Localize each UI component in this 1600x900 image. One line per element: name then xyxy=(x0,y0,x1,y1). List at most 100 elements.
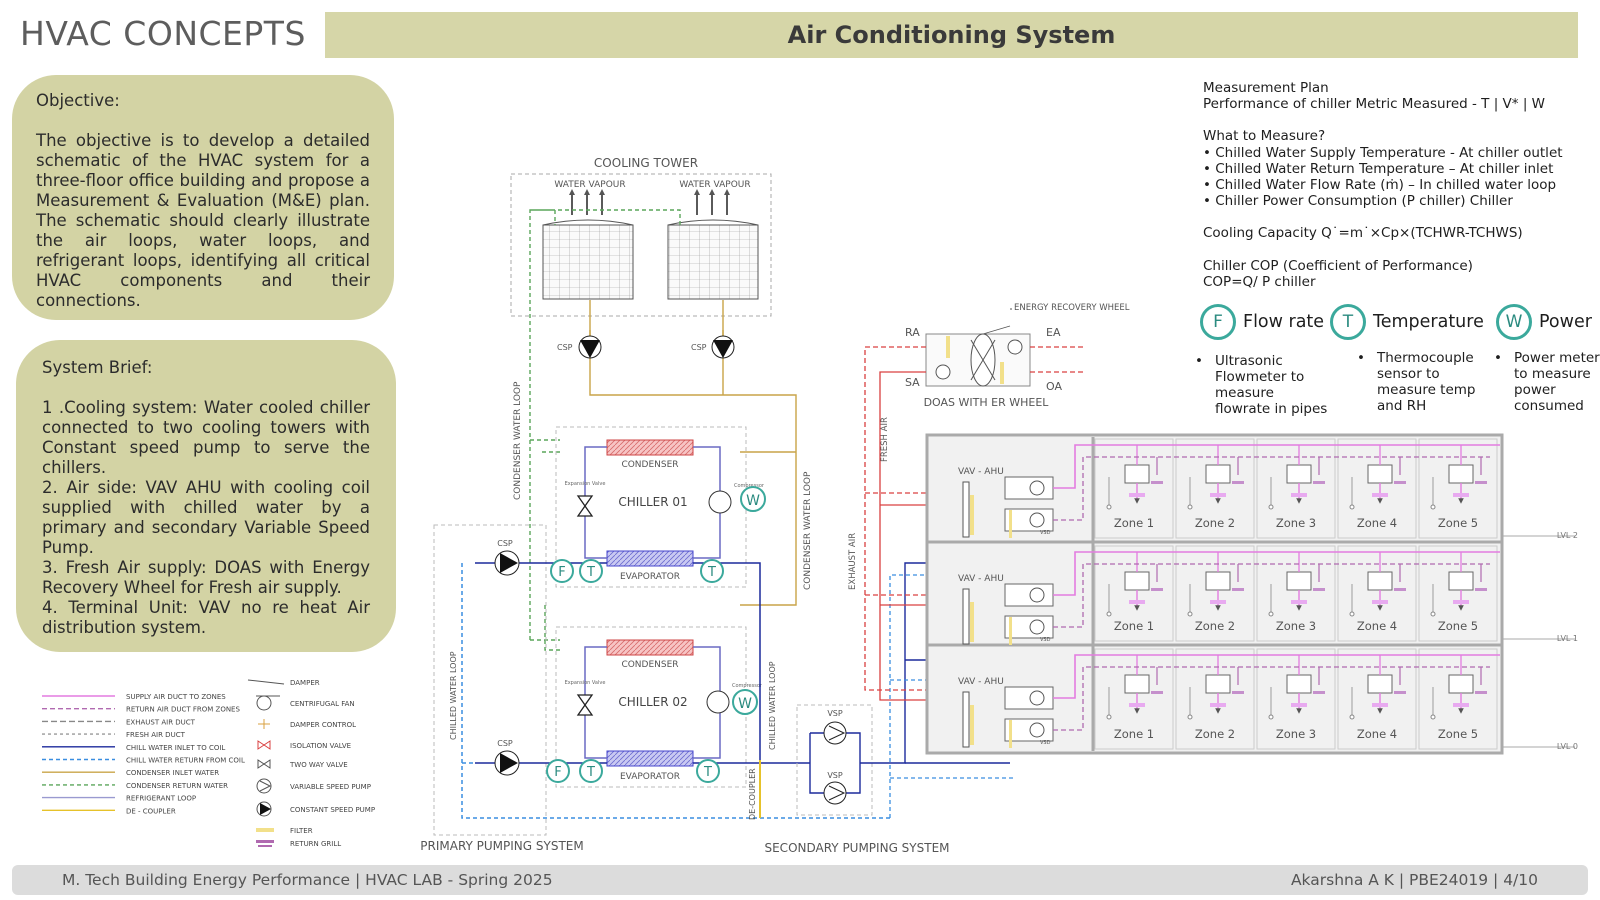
variable-speed-pump-icon xyxy=(256,778,272,794)
measure-line: • Chilled Water Flow Rate (ṁ) – In chill… xyxy=(1203,177,1557,194)
isolation-valve-icon xyxy=(257,740,271,750)
constant-speed-pump-icon xyxy=(256,801,272,817)
thermostat-icon xyxy=(1268,611,1274,617)
return-grill-icon xyxy=(1232,691,1244,694)
power-instrument: W Power xyxy=(1496,304,1592,340)
flow-label: Flow rate xyxy=(1243,312,1325,332)
expansion-valve-icon xyxy=(576,694,594,716)
zone-label: Zone 2 xyxy=(1195,516,1235,530)
thermostat-icon xyxy=(1430,504,1436,510)
ahu-fan-icon xyxy=(1004,686,1054,710)
page-title: Air Conditioning System xyxy=(787,21,1116,49)
expansion-valve-label: Expansion Valve xyxy=(565,481,606,487)
power-meter-icon: W xyxy=(740,486,766,512)
vav-box-icon xyxy=(1124,571,1150,591)
condenser-label: CONDENSER xyxy=(621,460,678,470)
evaporator-coil xyxy=(606,750,694,767)
return-grill-icon xyxy=(1475,588,1487,591)
vsp-label: VSP xyxy=(827,709,843,718)
zone-cell xyxy=(1418,438,1498,539)
expansion-valve-icon xyxy=(576,495,594,517)
zone-label: Zone 2 xyxy=(1195,727,1235,741)
system-brief-card: System Brief: 1 .Cooling system: Water c… xyxy=(16,340,396,652)
return-air-duct xyxy=(1053,456,1490,521)
vav-box-icon xyxy=(1367,571,1393,591)
two-way-valve-icon xyxy=(257,759,271,769)
primary-pump-frame xyxy=(433,524,547,836)
zone-cell xyxy=(1256,648,1336,750)
zone-label: Zone 4 xyxy=(1357,727,1397,741)
supply-diffuser-icon xyxy=(1291,703,1307,707)
fan-icon xyxy=(1029,480,1045,496)
cooling-coil xyxy=(962,691,970,748)
expansion-valve-label: Expansion Valve xyxy=(565,680,606,686)
zone-cell xyxy=(1256,438,1336,539)
supply-diffuser-icon xyxy=(1453,600,1469,604)
de-coupler-label: DE-COUPLER xyxy=(748,768,757,820)
return-grill-icon xyxy=(1232,481,1244,484)
filter-icon xyxy=(970,602,974,642)
filter-icon xyxy=(256,828,274,832)
fan-icon xyxy=(1007,339,1023,355)
zone-cell xyxy=(1337,648,1417,750)
zone-label: Zone 5 xyxy=(1438,516,1478,530)
supply-diffuser-icon xyxy=(1210,493,1226,497)
csp-label: CSP xyxy=(691,343,707,352)
zone-label: Zone 3 xyxy=(1276,619,1316,633)
flow-rate-instrument: F Flow rate xyxy=(1200,304,1324,340)
level-label: LVL 1 xyxy=(1557,634,1578,643)
measure-line: Performance of chiller Metric Measured -… xyxy=(1203,96,1546,113)
temperature-desc: •Thermocouple sensor to measure temp and… xyxy=(1357,350,1476,414)
power-desc: •Power meter to measure power consumed xyxy=(1494,350,1600,414)
cooling-tower-2 xyxy=(667,224,759,300)
vav-ahu-label: VAV - AHU xyxy=(958,574,1004,584)
measure-line: COP=Q/ P chiller xyxy=(1203,273,1316,290)
measure-line: Cooling Capacity Q˙=m˙×Cp×(TCHWR-TCHWS) xyxy=(1203,225,1523,242)
zone-label: Zone 4 xyxy=(1357,619,1397,633)
return-grill-icon xyxy=(1313,481,1325,484)
arrow-up-icon xyxy=(569,189,730,215)
svg-text:W: W xyxy=(738,696,752,712)
legend-line-label: DE - COUPLER xyxy=(126,807,176,815)
supply-air-duct xyxy=(1053,551,1500,596)
legend-symbol-label: DAMPER CONTROL xyxy=(290,721,356,729)
condenser-coil xyxy=(606,639,694,656)
condenser-loop-label: CONDENSER WATER LOOP xyxy=(803,471,813,590)
zone-cell xyxy=(1094,438,1174,539)
zone-cell xyxy=(1256,545,1336,642)
cooling-coil xyxy=(962,588,970,645)
oa-label: OA xyxy=(1046,380,1062,393)
svg-text:T: T xyxy=(586,765,595,780)
zone-label: Zone 1 xyxy=(1114,516,1154,530)
evaporator-coil xyxy=(606,550,694,567)
supply-diffuser-icon xyxy=(1372,493,1388,497)
supply-diffuser-icon xyxy=(1210,703,1226,707)
return-grill-icon xyxy=(256,840,274,847)
zone-cell xyxy=(1418,545,1498,642)
zone-label: Zone 3 xyxy=(1276,727,1316,741)
level-label: LVL 0 xyxy=(1557,742,1578,751)
return-grill-icon xyxy=(1394,691,1406,694)
vav-box-icon xyxy=(1367,674,1393,694)
legend-symbol-label: CENTRIFUGAL FAN xyxy=(290,700,355,708)
measure-line: • Chiller Power Consumption (P chiller) … xyxy=(1203,193,1513,210)
return-grill-icon xyxy=(1313,691,1325,694)
zone-label: Zone 2 xyxy=(1195,619,1235,633)
secondary-pump-frame xyxy=(796,704,873,816)
title-bar: Air Conditioning System xyxy=(325,12,1578,58)
svg-text:F: F xyxy=(554,765,561,780)
compressor-label: Compressor xyxy=(734,483,765,489)
hvac-schematic: COOLING TOWER WATER VAPOUR WATER VAPOUR … xyxy=(42,156,1578,855)
vav-box-icon xyxy=(1286,674,1312,694)
thermostat-icon xyxy=(1106,714,1112,720)
variable-speed-pump-icon xyxy=(823,721,847,805)
sa-label: SA xyxy=(905,376,920,389)
vsp-label: VSP xyxy=(827,771,843,780)
constant-speed-pump-icon xyxy=(494,550,520,776)
flow-sensor-icon: F F xyxy=(546,559,574,783)
condenser-water-loop xyxy=(529,209,797,651)
damper-control-icon xyxy=(258,719,270,729)
return-grill-icon xyxy=(1475,481,1487,484)
flow-desc: •Ultrasonic Flowmeter to measure flowrat… xyxy=(1195,353,1328,417)
supply-diffuser-icon xyxy=(1291,600,1307,604)
